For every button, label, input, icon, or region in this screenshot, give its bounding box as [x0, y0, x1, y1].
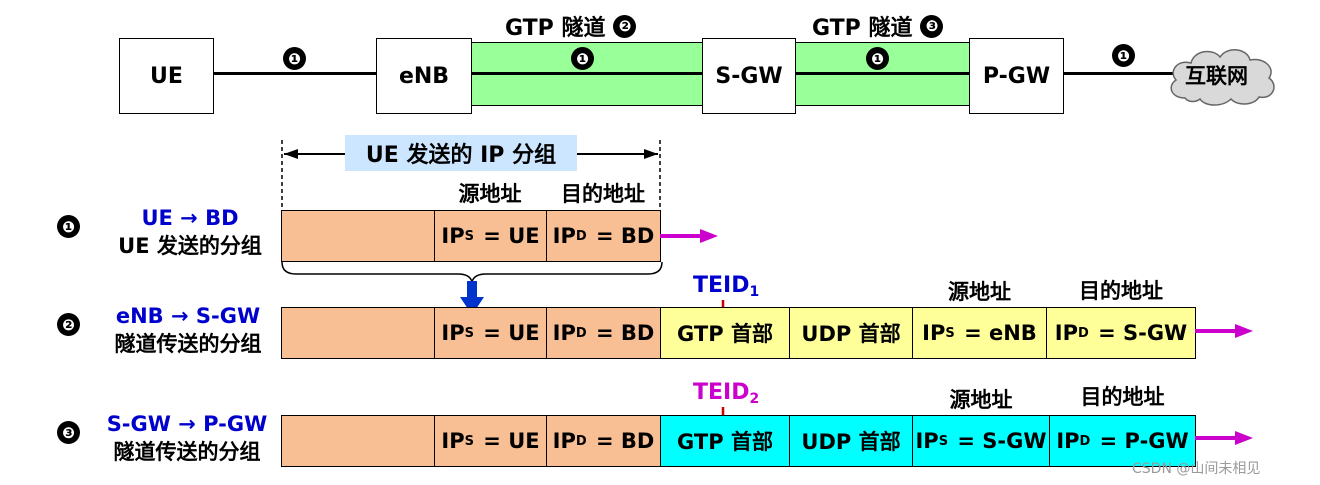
tunnel-label-2: GTP 隧道 ❸ [812, 10, 944, 42]
row1-number: ❶ [57, 215, 80, 238]
row3-number: ❸ [57, 421, 80, 444]
row1-desc: UE 发送的分组 [118, 234, 262, 258]
down-arrow-icon [460, 281, 484, 315]
tunnel-label-1-number: ❷ [613, 14, 637, 38]
src-header-row2: 源地址 [948, 280, 1011, 304]
node-sgw: S-GW [702, 38, 796, 114]
teid1-label: TEID1 [693, 273, 760, 300]
tunnel-label-1: GTP 隧道 ❷ [505, 10, 637, 42]
row2-udp-header: UDP 首部 [789, 307, 913, 359]
dst-header-row3: 目的地址 [1080, 385, 1165, 409]
row2-route: eNB → S-GW [115, 304, 261, 328]
tunnel-label-2-number: ❸ [920, 14, 944, 38]
dst-header-row1: 目的地址 [561, 182, 645, 206]
internet-cloud-icon [1170, 49, 1275, 106]
src-header-row3: 源地址 [949, 388, 1013, 412]
internet-label: 互联网 [1185, 64, 1248, 88]
row2-gtp-header: GTP 首部 [660, 307, 790, 359]
row1-route: UE → BD [141, 206, 239, 230]
row1-arrow-icon [660, 229, 718, 243]
node-enb: eNB [376, 38, 472, 114]
watermark: CSDN @山间未相见 [1132, 461, 1261, 477]
teid2-label: TEID2 [693, 380, 760, 407]
flow-marker-tunnel2: ❶ [866, 47, 889, 70]
tunnel-label-2-text: GTP 隧道 [812, 16, 913, 41]
node-pgw: P-GW [969, 38, 1064, 114]
row3-arrow-icon [1195, 431, 1253, 445]
row3-label: S-GW → P-GW 隧道传送的分组 [92, 410, 282, 466]
row1-payload [281, 210, 435, 262]
row1-label: UE → BD UE 发送的分组 [100, 204, 280, 260]
row2-label: eNB → S-GW 隧道传送的分组 [95, 302, 281, 358]
flow-marker-tunnel1: ❶ [571, 47, 594, 70]
row3-payload [281, 415, 435, 467]
tunnel-label-1-text: GTP 隧道 [505, 16, 606, 41]
link-ue-enb [213, 72, 377, 75]
row3-udp-header: UDP 首部 [789, 415, 913, 467]
flow-marker-pgw-internet: ❶ [1112, 44, 1135, 67]
row2-desc: 隧道传送的分组 [114, 332, 262, 356]
link-enb-sgw [471, 72, 703, 75]
node-ue: UE [119, 38, 214, 114]
row3-route: S-GW → P-GW [106, 412, 268, 436]
bracket-title: UE 发送的 IP 分组 [345, 135, 577, 171]
link-sgw-pgw [795, 72, 970, 75]
flow-marker-ue-enb: ❶ [283, 47, 306, 70]
row2-arrow-icon [1195, 324, 1253, 338]
src-header-row1: 源地址 [458, 182, 522, 206]
row3-gtp-header: GTP 首部 [660, 415, 790, 467]
row2-payload [281, 307, 435, 359]
dst-header-row2: 目的地址 [1079, 279, 1163, 303]
row3-desc: 隧道传送的分组 [113, 440, 261, 464]
row2-number: ❷ [57, 313, 80, 336]
link-pgw-internet [1063, 72, 1173, 75]
